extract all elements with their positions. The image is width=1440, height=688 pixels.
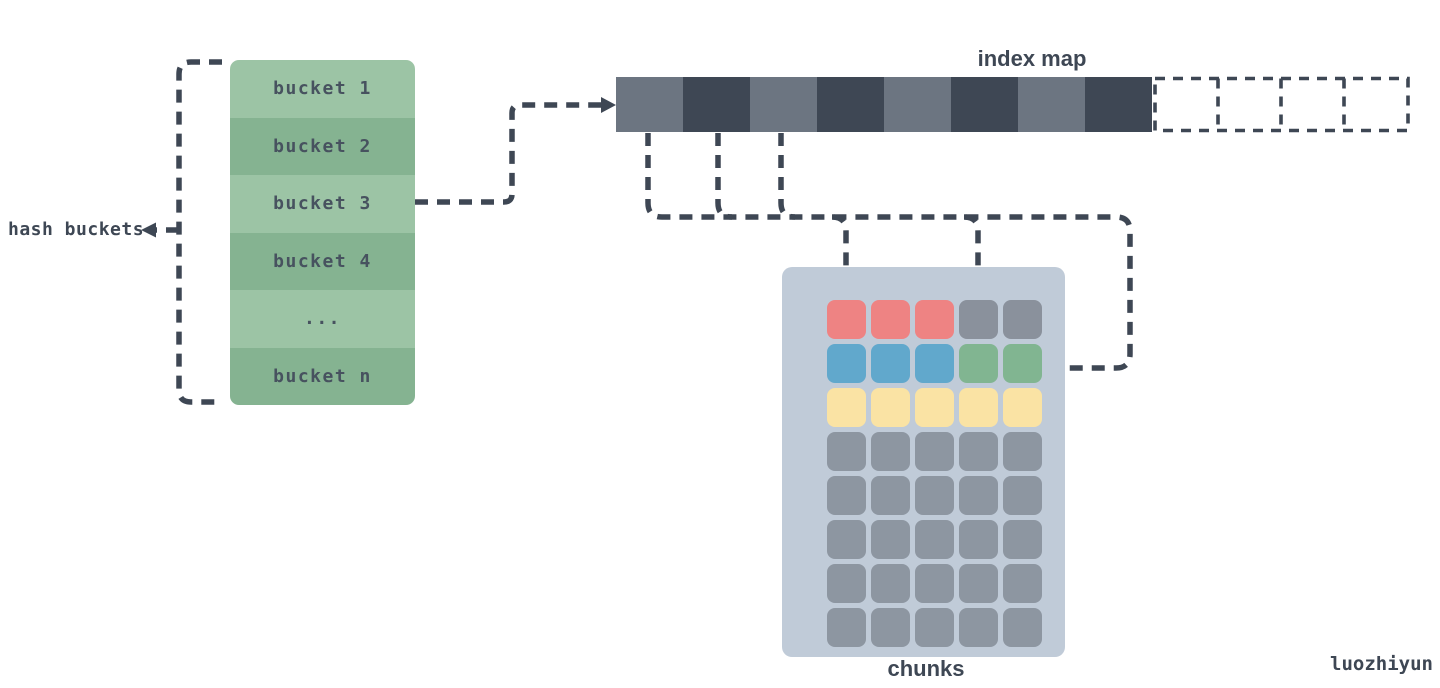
chunk-cell-gray2 [871,476,910,515]
chunk-cell-gray2 [959,608,998,647]
chunk-cell-yellow [871,388,910,427]
index-map-segment [951,77,1018,132]
chunk-cell-gray2 [827,476,866,515]
chunk-cell-gray2 [915,432,954,471]
chunk-cell-gray2 [871,608,910,647]
chunk-cell-gray2 [959,520,998,559]
chunk-cell-gray2 [827,432,866,471]
index-map-title: index map [977,46,1087,71]
chunk-cell-gray2 [915,520,954,559]
chunk-cell-yellow [1003,388,1042,427]
index-map-bar [616,77,1152,132]
chunk-cell-red [871,300,910,339]
chunk-cell-gray2 [871,432,910,471]
chunk-cell-gray2 [827,520,866,559]
indexmap-drop-3 [778,133,796,220]
index-map-segment [817,77,884,132]
chunk-grid [827,300,1042,647]
bucket-row: bucket n [230,347,415,405]
chunk-cell-yellow [827,388,866,427]
chunk-cell-gray2 [1003,608,1042,647]
index-map-segment [750,77,817,132]
hash-buckets-arrowhead [141,222,156,238]
chunk-cell-red [915,300,954,339]
index-map-segment [1018,77,1085,132]
bucket-row: bucket 3 [230,175,415,233]
chunk-cell-blue [871,344,910,383]
bucket-row: bucket 4 [230,232,415,290]
chunk-cell-yellow [915,388,954,427]
bucket-row: bucket 1 [230,60,415,118]
chunk-cell-yellow [959,388,998,427]
chunk-cell-gray2 [871,520,910,559]
chunk-cell-gray [1003,300,1042,339]
chunk-cell-red [827,300,866,339]
chunk-cell-gray2 [871,564,910,603]
chunk-cell-blue [915,344,954,383]
chunk-cell-gray2 [1003,476,1042,515]
index-map-segment [683,77,750,132]
bucket3-arrowhead [601,97,616,113]
chunk-cell-gray2 [1003,564,1042,603]
chunk-cell-gray2 [915,476,954,515]
indexmap-drop-2 [715,133,733,220]
watermark: luozhiyun [1330,653,1433,675]
bucket3-to-indexmap-arrow [415,102,602,205]
chunk-cell-gray2 [1003,520,1042,559]
chunk-cell-gray2 [959,476,998,515]
chunk-cell-green [1003,344,1042,383]
chunk-cell-gray2 [915,608,954,647]
chunk-cell-gray2 [827,564,866,603]
chunk-col1-arrow [831,214,849,283]
chunk-cell-gray2 [1003,432,1042,471]
index-map-segment [616,77,683,132]
chunk-cell-gray2 [959,564,998,603]
chunk-col4-arrow [963,214,981,283]
index-map-segment [884,77,951,132]
bucket-row: ... [230,290,415,348]
hash-buckets-bracket [176,59,222,405]
chunk-cell-gray2 [827,608,866,647]
chunk-cell-gray2 [915,564,954,603]
chunk-cell-gray2 [959,432,998,471]
chunks-label: chunks [887,656,965,681]
chunk-cell-gray [959,300,998,339]
chunk-cell-blue [827,344,866,383]
index-map-segment [1085,77,1152,132]
hash-buckets-label: hash buckets [8,219,145,240]
bucket-row: bucket 2 [230,117,415,175]
chunk-cell-green [959,344,998,383]
indexmap-to-chunks-line [645,133,1133,371]
